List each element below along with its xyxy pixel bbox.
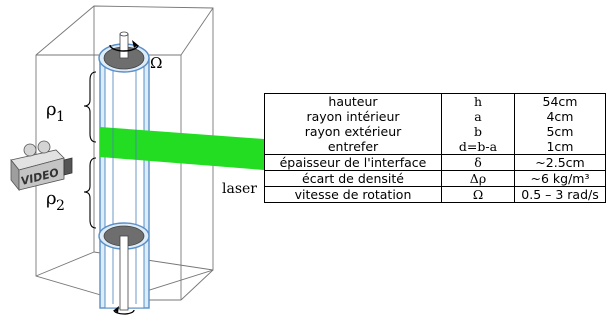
table-row: rayon intérieur a 4cm — [264, 109, 606, 124]
param-value: 1cm — [514, 139, 606, 155]
param-name: épaisseur de l'interface — [264, 154, 442, 171]
table-row: entrefer d=b-a 1cm — [264, 139, 606, 155]
rho2-label: ρ — [46, 188, 57, 209]
outer-cylinder — [99, 57, 150, 309]
param-name: vitesse de rotation — [264, 186, 442, 203]
param-symbol: d=b-a — [441, 139, 515, 155]
param-symbol: δ — [441, 154, 515, 171]
rho1-subscript: 1 — [56, 109, 65, 125]
table-row: épaisseur de l'interface δ ~2.5cm — [264, 154, 606, 171]
param-name: rayon intérieur — [264, 109, 442, 124]
top-cap — [98, 31, 150, 73]
omega-label: Ω — [150, 54, 162, 72]
video-camera-icon — [10, 140, 73, 192]
rho2-subscript: 2 — [56, 198, 65, 214]
rotation-arrow-top-icon — [109, 40, 139, 52]
param-symbol: b — [441, 124, 515, 139]
param-name: entrefer — [264, 139, 442, 155]
param-name: écart de densité — [264, 170, 442, 187]
table-row: vitesse de rotation Ω 0.5 – 3 rad/s — [264, 186, 606, 203]
param-value: ~2.5cm — [514, 154, 606, 171]
inner-cylinder — [112, 62, 137, 304]
table-row: écart de densité Δρ ~6 kg/m³ — [264, 170, 606, 187]
table-row: hauteur h 54cm — [264, 93, 606, 109]
param-name: rayon extérieur — [264, 124, 442, 139]
parameter-table: hauteur h 54cm rayon intérieur a 4cm ray… — [264, 93, 606, 203]
param-value: 0.5 – 3 rad/s — [514, 186, 606, 203]
bottom-cap — [98, 222, 150, 311]
table-row: rayon extérieur b 5cm — [264, 124, 606, 139]
laser-label: laser — [222, 181, 257, 197]
param-value: ~6 kg/m³ — [514, 170, 606, 187]
param-name: hauteur — [264, 93, 442, 109]
rotation-arrow-bottom-icon — [113, 306, 135, 315]
param-value: 54cm — [514, 93, 606, 109]
rho1-label: ρ — [46, 99, 57, 120]
param-symbol: h — [441, 93, 515, 109]
upper-layer-brace — [83, 71, 97, 143]
param-symbol: Δρ — [441, 170, 515, 187]
param-value: 5cm — [514, 124, 606, 139]
param-symbol: Ω — [441, 186, 515, 203]
param-value: 4cm — [514, 109, 606, 124]
param-symbol: a — [441, 109, 515, 124]
laser-sheet — [100, 127, 264, 170]
lower-layer-brace — [83, 157, 97, 229]
